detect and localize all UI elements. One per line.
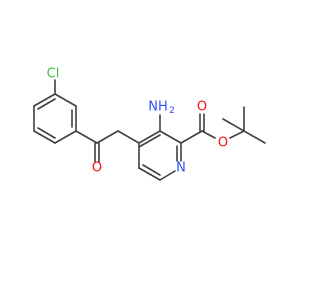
atom-labels: Cl O NH 2 N O O <box>47 67 228 176</box>
atom-n-pyridine: N <box>176 161 186 176</box>
bond <box>33 93 56 107</box>
bond <box>33 130 56 144</box>
atom-o-ester: O <box>218 136 228 151</box>
bond <box>37 127 56 139</box>
bond <box>159 170 176 181</box>
atom-n-amine: NH <box>148 100 168 115</box>
atom-amine-h2-subscript: 2 <box>169 106 175 116</box>
bond <box>138 130 161 144</box>
bond <box>243 130 266 144</box>
atom-o-ketone: O <box>92 161 102 176</box>
bond <box>142 164 161 176</box>
bond <box>75 130 98 144</box>
atom-cl: Cl <box>47 67 60 82</box>
bonds <box>33 79 266 181</box>
bond <box>222 118 245 132</box>
atom-o-carbonyl: O <box>197 100 207 115</box>
molecule-diagram: Cl O NH 2 N O O <box>33 67 266 181</box>
bond <box>180 130 203 144</box>
bond <box>54 93 77 107</box>
bond <box>117 130 140 144</box>
molecule-structure-canvas: Cl O NH 2 N O O <box>33 67 266 181</box>
bond <box>96 130 119 144</box>
bond <box>229 130 245 139</box>
bond <box>138 167 161 181</box>
bond <box>201 130 216 139</box>
bond <box>54 130 77 144</box>
bond <box>159 130 182 144</box>
bond <box>37 98 56 110</box>
bond <box>138 134 161 148</box>
